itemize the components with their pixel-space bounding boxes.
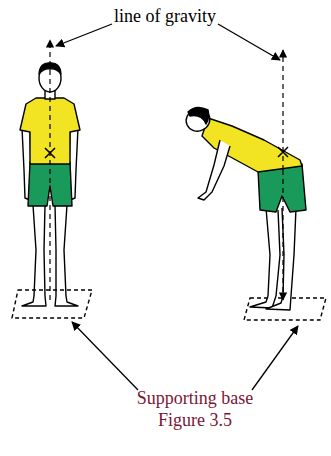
leg — [282, 208, 296, 296]
leg — [55, 205, 67, 296]
bending-figure — [182, 105, 326, 320]
leader-arrow — [218, 24, 280, 60]
foot — [266, 296, 291, 310]
line-of-gravity — [282, 50, 283, 170]
head — [182, 105, 213, 135]
hair — [188, 107, 209, 124]
leg — [33, 205, 45, 296]
line-of-gravity — [49, 40, 50, 300]
line-of-gravity-label: line of gravity — [75, 6, 255, 26]
line-of-gravity — [282, 170, 283, 300]
leader-arrow — [56, 24, 112, 46]
foot — [55, 296, 78, 306]
arm — [198, 140, 230, 200]
leg — [266, 208, 280, 296]
supporting-base-label: Supporting base — [95, 388, 295, 408]
foot — [22, 296, 46, 306]
supporting-base — [12, 290, 92, 318]
standing-figure — [12, 63, 92, 318]
leader-arrow — [252, 326, 298, 390]
leader-arrow — [72, 322, 138, 390]
figure-caption: Figure 3.5 — [95, 410, 295, 430]
